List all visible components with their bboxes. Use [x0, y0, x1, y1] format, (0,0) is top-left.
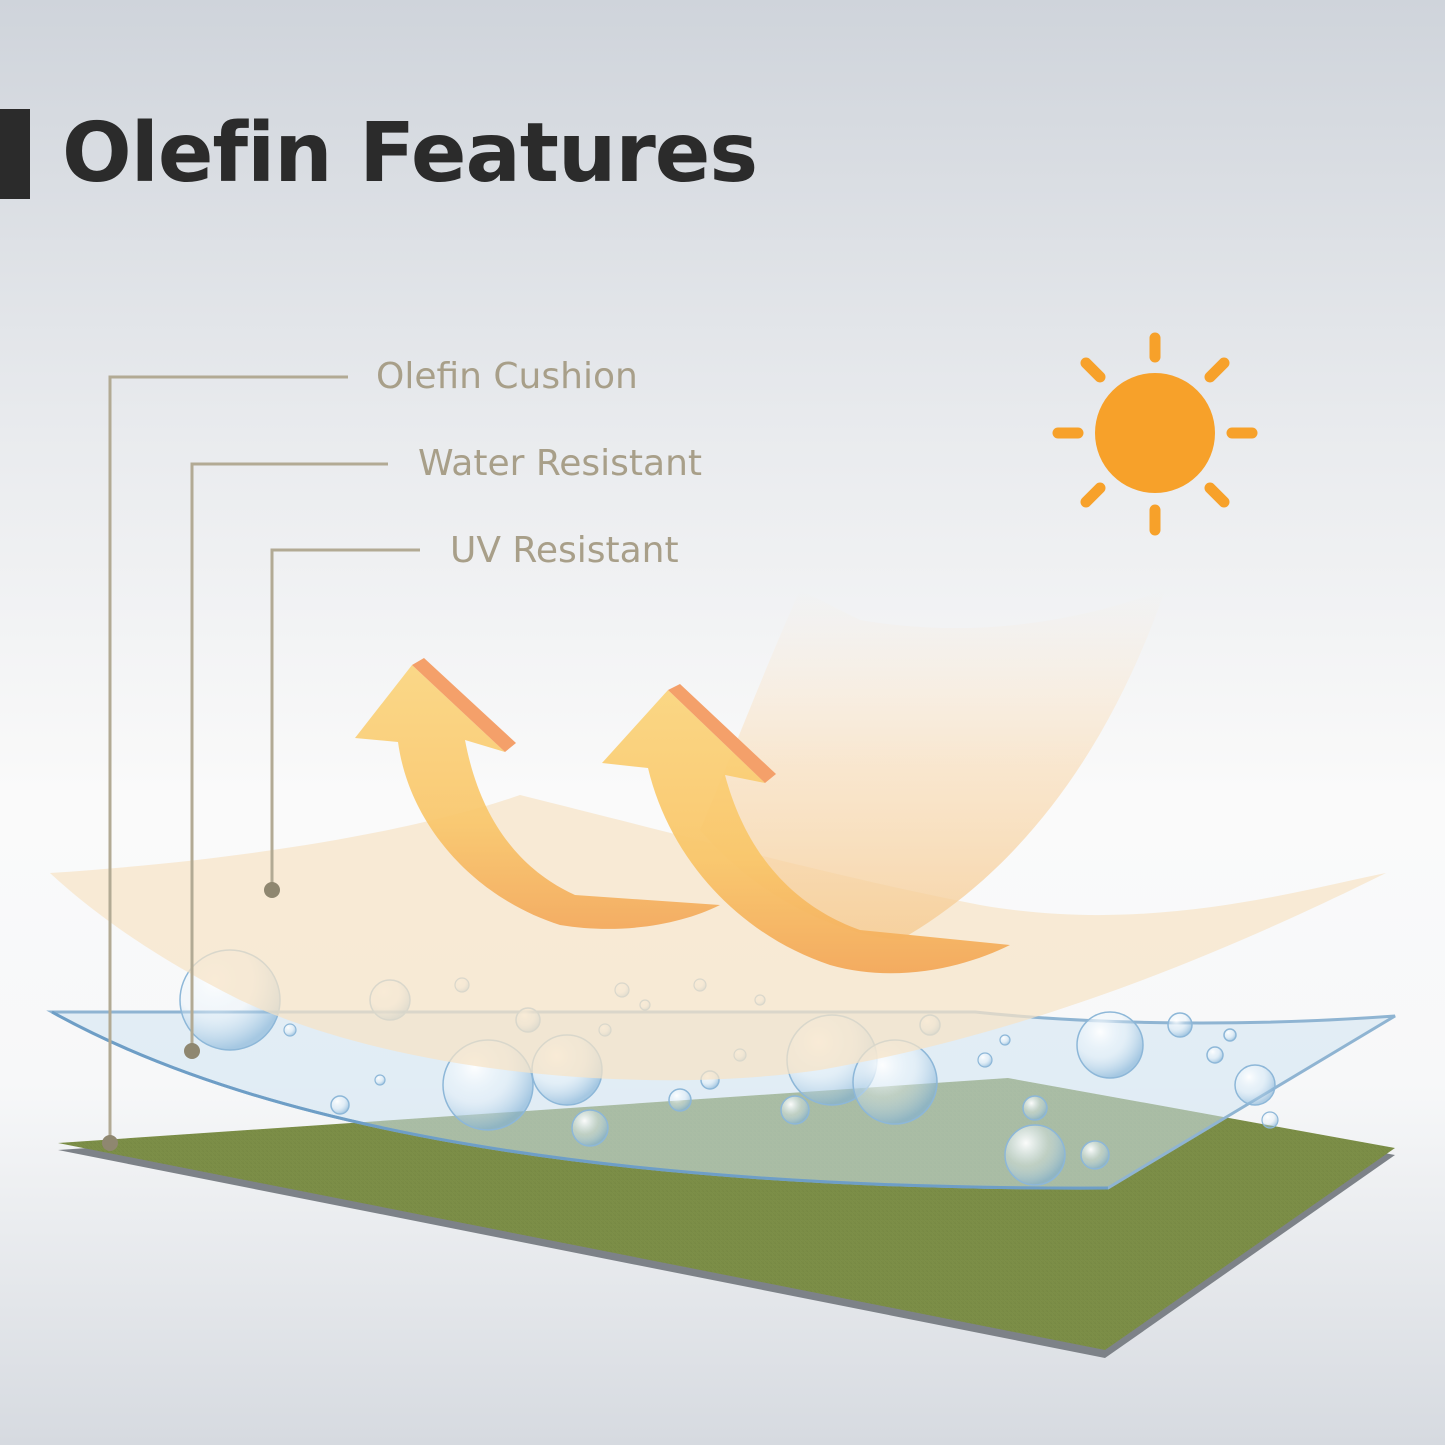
bubble-icon [1261, 1111, 1279, 1129]
heat-reflect-arrows [355, 658, 1010, 974]
bubble-icon [1167, 1012, 1193, 1038]
bubble-icon [1206, 1046, 1224, 1064]
bubble-icon [1223, 1028, 1237, 1042]
label-olefin-cushion: Olefin Cushion [376, 356, 638, 397]
bubble-icon [571, 1109, 609, 1147]
bubble-icon [780, 1095, 810, 1125]
bubble-icon [999, 1034, 1011, 1046]
bubble-icon [1234, 1064, 1276, 1106]
bubble-icon [668, 1088, 692, 1112]
bubble-icon [283, 1023, 297, 1037]
sun-beam [700, 590, 1165, 940]
page-title: Olefin Features [62, 106, 758, 201]
leader-line-olefin-cushion [108, 375, 348, 1143]
title-block: Olefin Features [0, 106, 758, 201]
arrow-icon [602, 690, 1010, 974]
bubble-icon [1004, 1124, 1066, 1186]
uv-resistant-layer [50, 795, 1386, 1081]
sun-icon [1052, 332, 1258, 536]
arrow-icon [355, 665, 720, 929]
bubble-icon [374, 1074, 386, 1086]
label-uv-resistant: UV Resistant [450, 530, 679, 571]
bubble-icon [1076, 1011, 1144, 1079]
leader-lines [108, 375, 420, 1143]
bubble-icon [1080, 1140, 1110, 1170]
title-accent-bar [0, 109, 30, 199]
label-water-resistant: Water Resistant [418, 443, 703, 484]
bubble-icon [1022, 1095, 1048, 1121]
bubble-icon [330, 1095, 350, 1115]
leader-line-uv-resistant [270, 548, 420, 890]
leader-dots [102, 882, 280, 1151]
leader-line-water-resistant [190, 462, 388, 1051]
bubble-icon [977, 1052, 993, 1068]
